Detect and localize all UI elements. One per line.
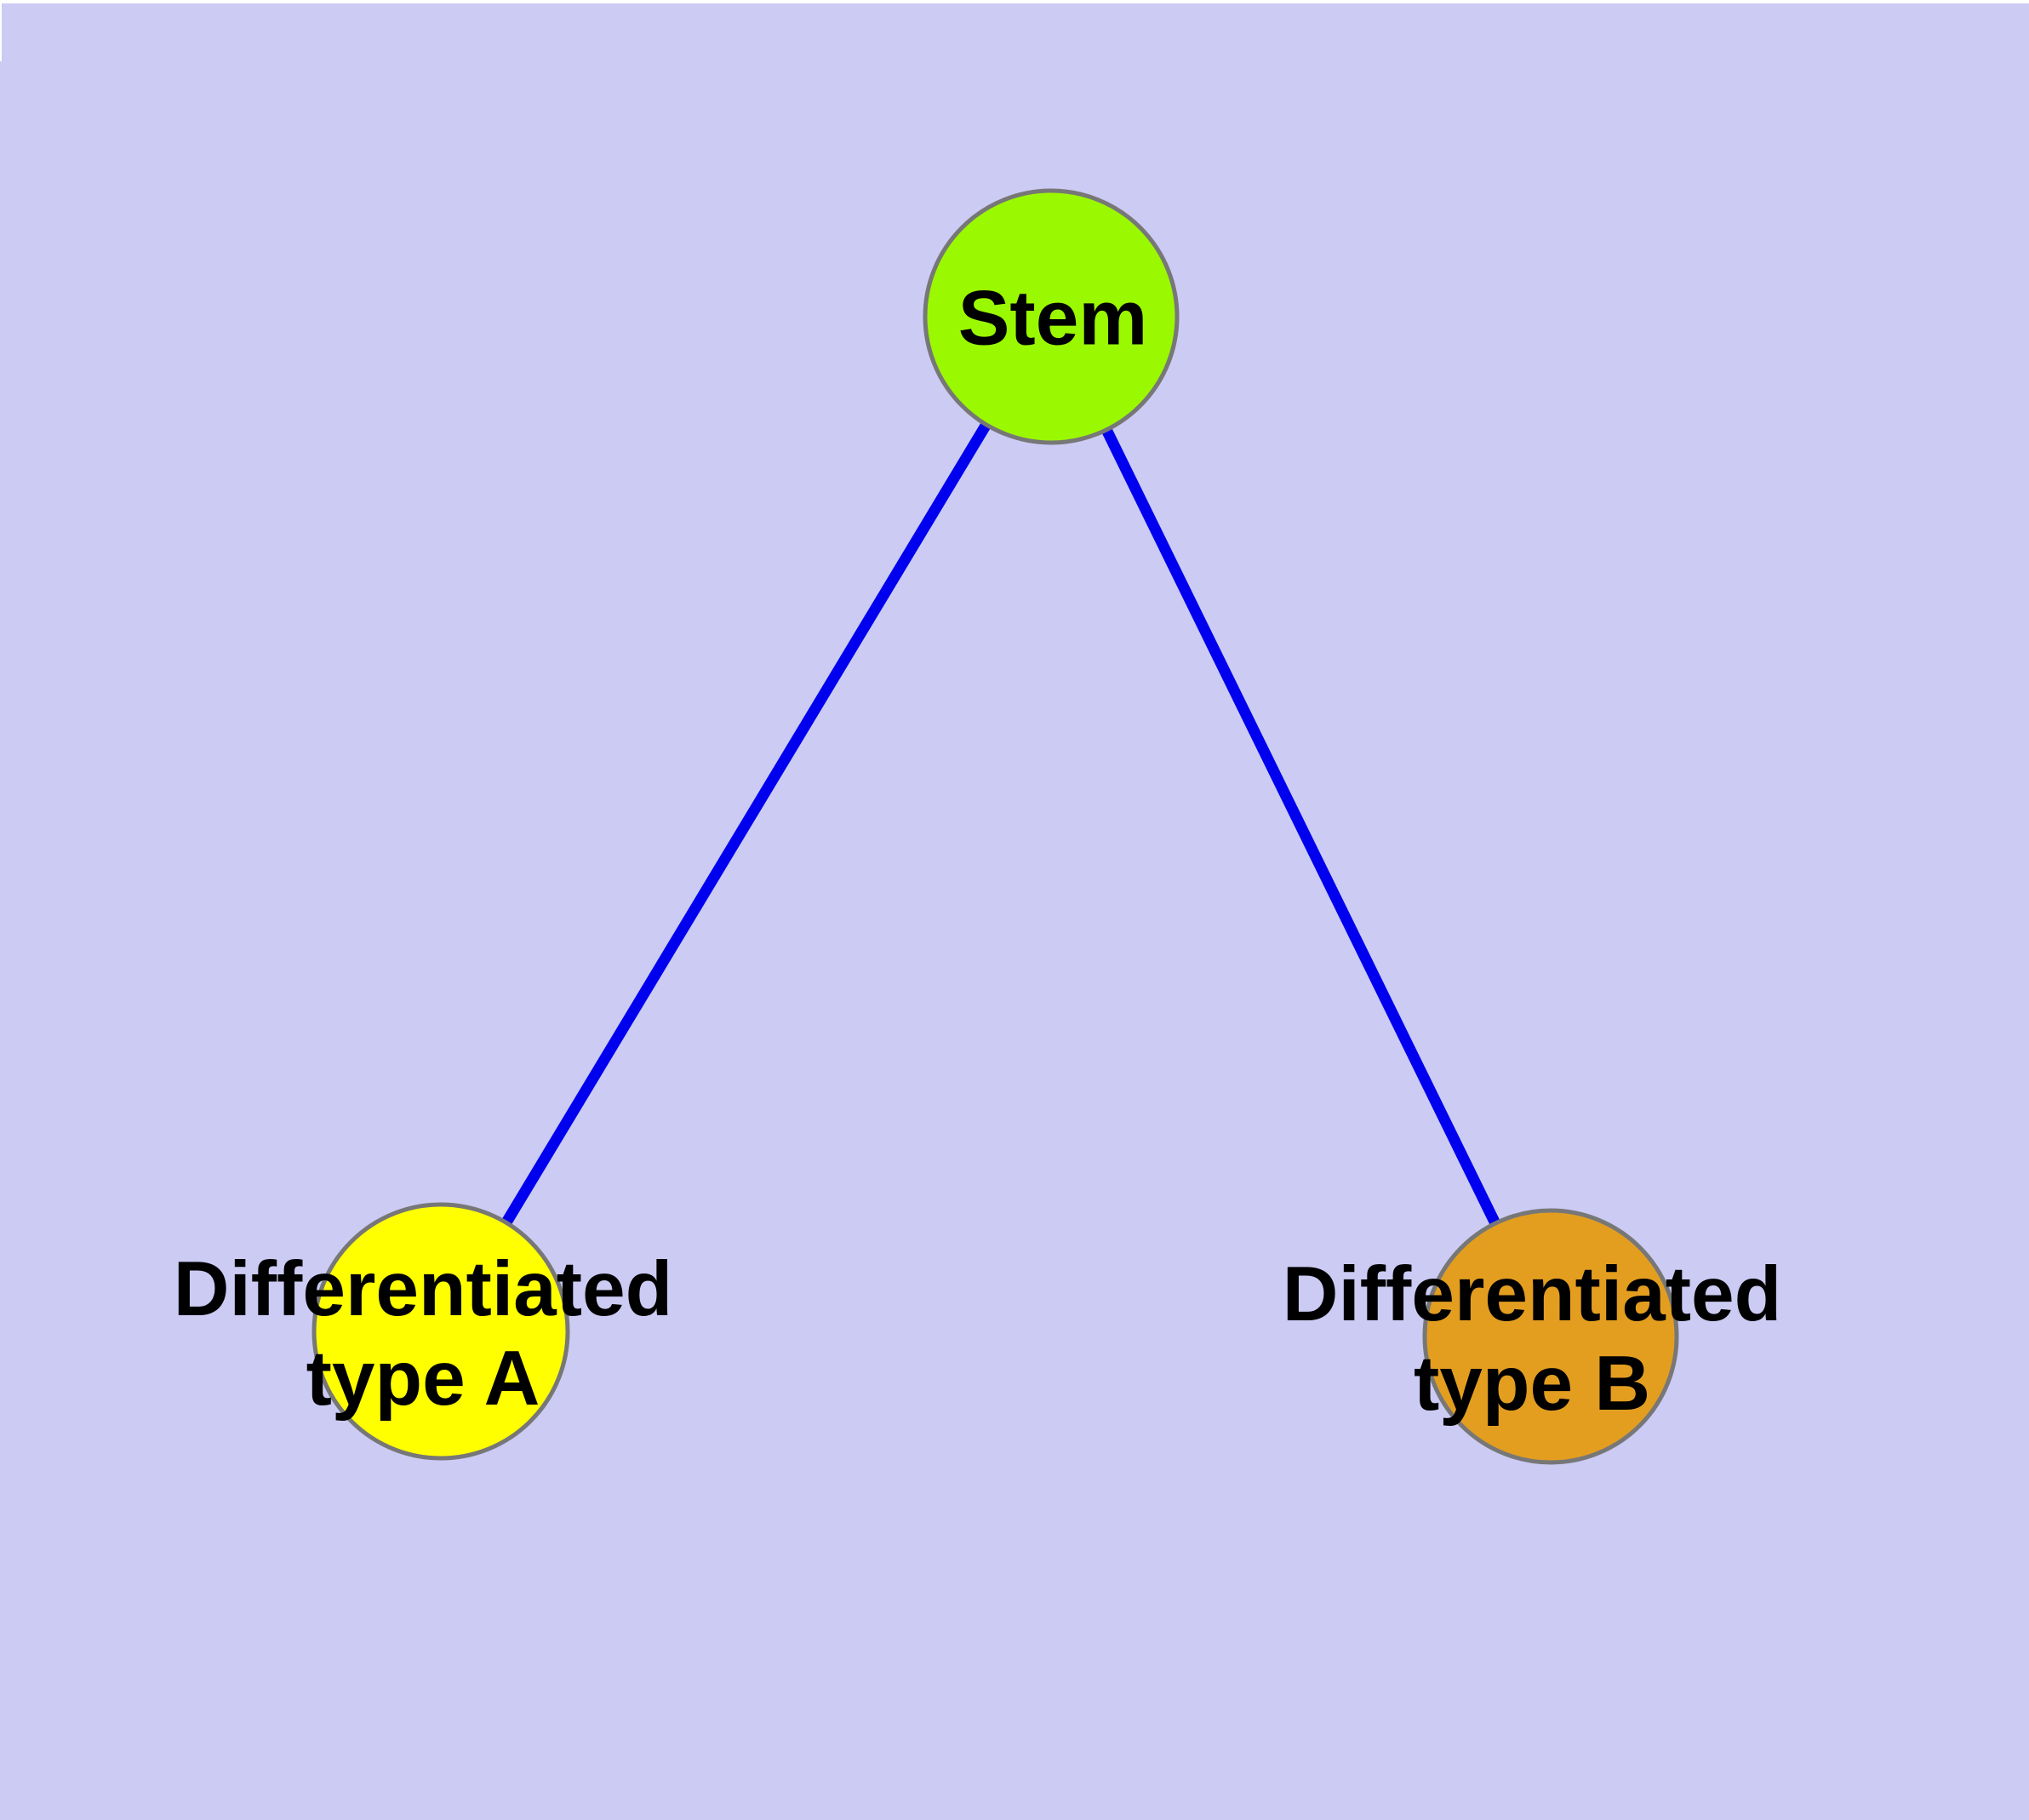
node-type-b-label-line2: type B bbox=[1413, 1341, 1651, 1427]
node-type-a-label-line2: type A bbox=[306, 1336, 540, 1422]
edge-stem-to-type-b bbox=[1045, 311, 1557, 1342]
node-type-a-label-line1: Differentiated bbox=[173, 1246, 673, 1332]
node-type-a-label: Differentiated type A bbox=[174, 1245, 673, 1423]
node-type-b-label: Differentiated type B bbox=[1283, 1250, 1782, 1428]
node-stem-circle[interactable] bbox=[923, 188, 1180, 445]
node-type-b-circle[interactable] bbox=[1422, 1208, 1679, 1465]
node-stem-label: Stem bbox=[958, 274, 1148, 363]
node-type-b-label-line1: Differentiated bbox=[1282, 1251, 1782, 1337]
window-left-edge-strip bbox=[0, 0, 2, 61]
window-top-edge-strip bbox=[0, 0, 2029, 3]
node-stem-label-text: Stem bbox=[957, 275, 1148, 362]
edge-stem-to-type-a bbox=[435, 311, 1057, 1337]
node-type-a-circle[interactable] bbox=[311, 1202, 570, 1461]
